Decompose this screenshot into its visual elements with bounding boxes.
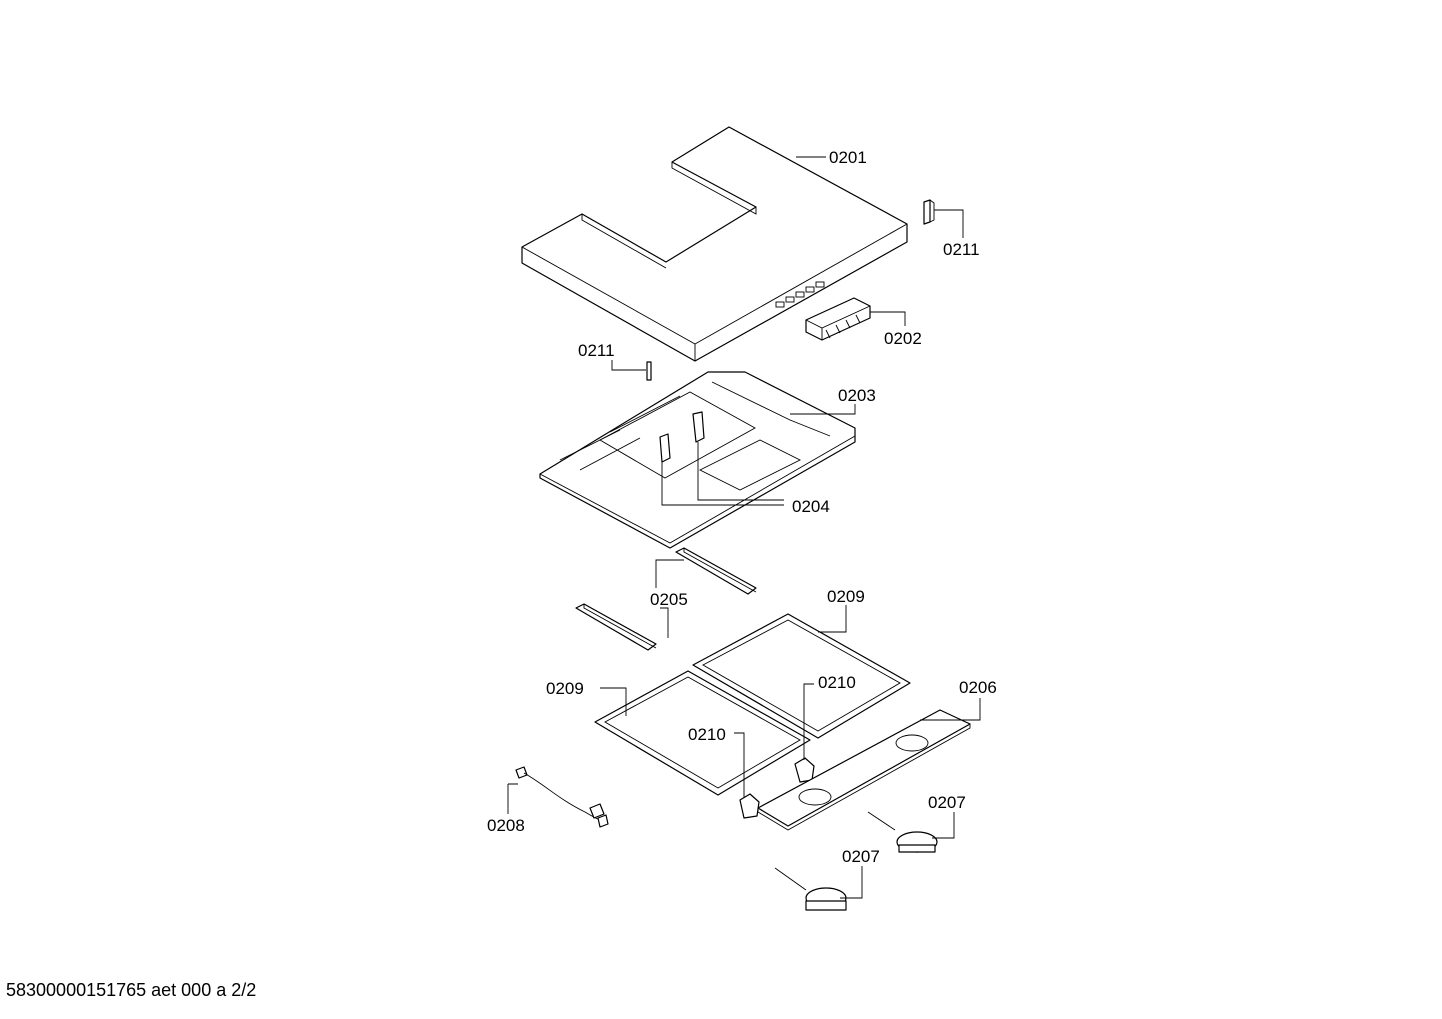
part-0204-hooks: [659, 411, 705, 463]
leader-lines: [507, 156, 981, 899]
label-0210-left: 0210: [688, 725, 726, 744]
part-0205-rail-upper: [675, 547, 757, 595]
part-0210-latch-right: [794, 757, 815, 783]
label-0206: 0206: [959, 678, 997, 697]
part-0202-control-module: [805, 297, 871, 341]
label-0211-left: 0211: [578, 341, 615, 360]
label-0211-top: 0211: [943, 240, 980, 259]
part-0207-knob-left: [774, 867, 847, 911]
part-0203-inner-panel: [539, 371, 856, 549]
label-0210-right: 0210: [818, 673, 856, 692]
part-0207-knob-right: [867, 811, 938, 853]
label-0209-left: 0209: [546, 679, 584, 698]
label-0203: 0203: [838, 386, 876, 405]
part-0209-filter-right: [692, 613, 911, 739]
part-0211-pin-left: [646, 361, 652, 381]
part-0209-filter-left: [594, 670, 811, 796]
document-id: 58300000151765 aet 000 a 2/2: [6, 980, 257, 1000]
part-0201-cover: [521, 126, 908, 362]
label-0205: 0205: [650, 590, 688, 609]
part-0211-clip-top: [923, 199, 935, 225]
part-0205-rail-lower: [575, 603, 657, 651]
part-0201-buttons: [775, 281, 825, 308]
part-0208-cable: [515, 766, 609, 828]
part-0210-latch-left: [739, 793, 760, 819]
label-0207-right: 0207: [928, 793, 966, 812]
label-0209-right: 0209: [827, 587, 865, 606]
part-labels: 0201 0211 0202 0211 0203 0204 0205 0209 …: [487, 148, 997, 866]
label-0204: 0204: [792, 497, 830, 516]
label-0201: 0201: [829, 148, 867, 167]
part-0206-control-strip: [757, 709, 971, 831]
label-0208: 0208: [487, 816, 525, 835]
label-0207-left: 0207: [842, 847, 880, 866]
label-0202: 0202: [884, 329, 922, 348]
